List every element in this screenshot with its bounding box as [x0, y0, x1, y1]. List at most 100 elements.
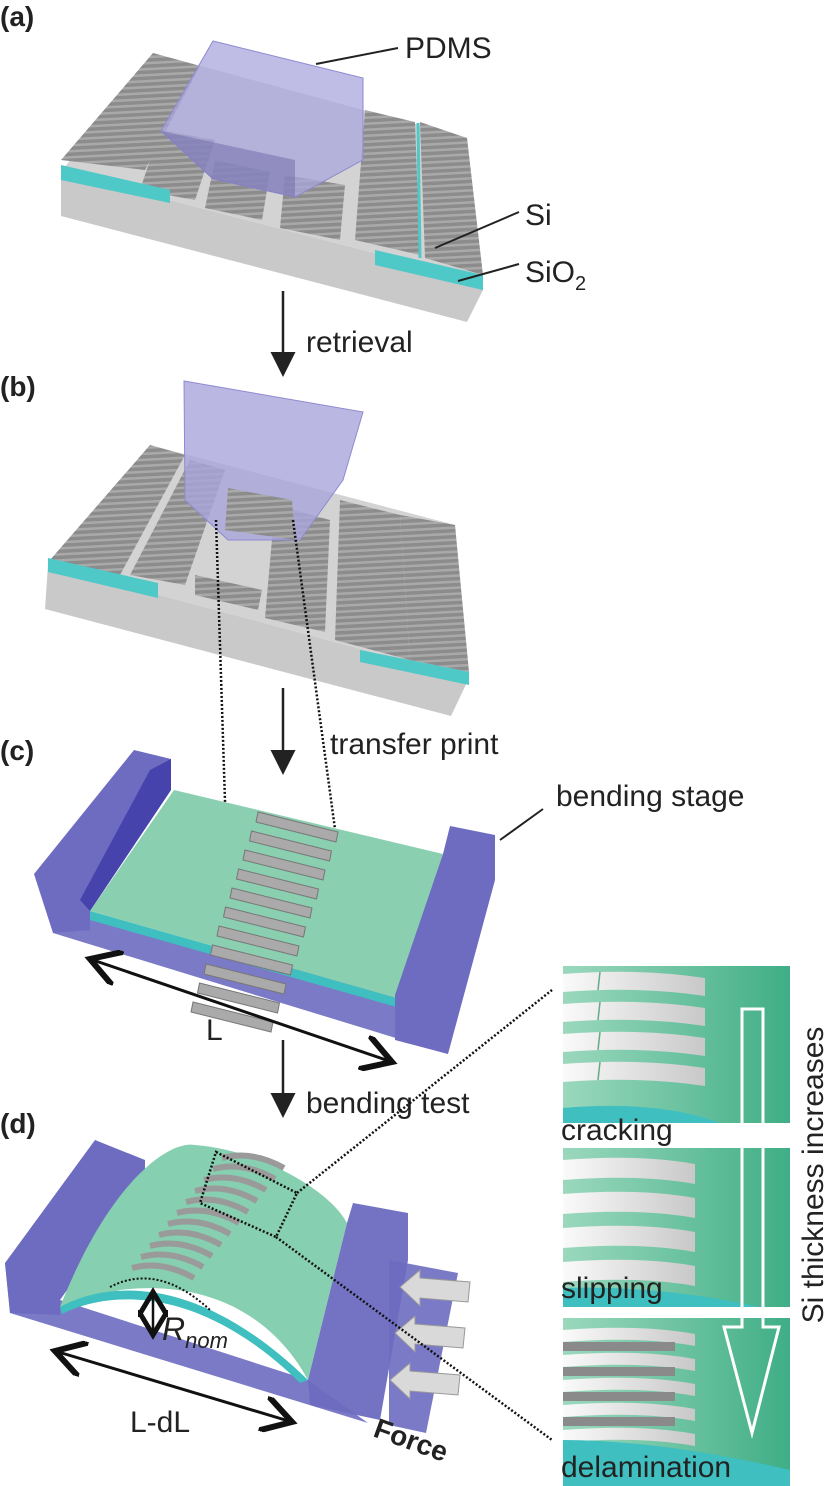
- si-ribbon: [176, 1207, 241, 1226]
- si-array: [400, 515, 469, 672]
- stage-leader: [499, 808, 544, 841]
- panel-d: (d) Rnom L-dL Force: [0, 989, 553, 1468]
- si-ribbon: [212, 1163, 277, 1182]
- cracking-label: cracking: [561, 1114, 673, 1147]
- thickness-trend-label: Si thickness increases: [797, 1027, 827, 1324]
- transfer-guide-line: [291, 519, 345, 889]
- si-array: [50, 445, 185, 575]
- si-ribbon: [563, 1259, 695, 1286]
- bent-film-edge: [60, 1290, 308, 1383]
- sio2-layer: [375, 250, 483, 290]
- si-ribbon: [563, 1352, 695, 1371]
- si-array: [355, 110, 420, 255]
- pdms-label: PDMS: [405, 32, 492, 65]
- force-arrows: [389, 1268, 471, 1401]
- si-ribbon: [149, 1240, 214, 1259]
- si-array: [420, 122, 483, 275]
- si-ribbon: [563, 1225, 695, 1252]
- film-substrate: [90, 790, 443, 999]
- sio2-layer: [360, 650, 469, 685]
- compressed-length-arrow: [55, 1351, 292, 1422]
- stage-left-block: [5, 1140, 145, 1315]
- stage-left-inner: [80, 759, 171, 911]
- panel-d-label: (d): [0, 1108, 36, 1139]
- crack-mark: [597, 1031, 601, 1051]
- si-ribbon: [235, 868, 320, 900]
- si-ribbon: [203, 1174, 268, 1193]
- si-ribbon: [167, 1218, 232, 1237]
- panel-b-label: (b): [0, 371, 36, 402]
- inset-cracking: cracking: [561, 966, 790, 1147]
- sio2-leader: [457, 263, 520, 282]
- bent-si-ribbons: [131, 1152, 286, 1281]
- bending-test-label: bending test: [306, 1087, 470, 1120]
- panel-c: (c) bending stage L: [0, 735, 745, 1062]
- thickness-trend-arrow-icon: [722, 1007, 781, 1439]
- si-ribbon: [158, 1229, 223, 1248]
- delaminated-gap: [563, 1367, 675, 1376]
- compressed-length-label: L-dL: [130, 1406, 190, 1439]
- substrate-front-face: [45, 565, 469, 716]
- panel-b: (b): [0, 371, 469, 716]
- length-arrow: [90, 959, 392, 1062]
- crack-mark: [597, 1001, 601, 1021]
- si-ribbon: [185, 1196, 250, 1215]
- si-ribbon: [563, 1157, 695, 1184]
- inset-delamination: delamination: [561, 1318, 790, 1486]
- substrate-front-face: [61, 172, 483, 322]
- delaminated-gap: [563, 1342, 675, 1351]
- si-array: [335, 500, 410, 660]
- force-arrow-icon: [389, 1361, 461, 1401]
- sio2-label: SiO2: [525, 256, 586, 295]
- si-ribbon: [140, 1251, 205, 1270]
- si-ribbon: [563, 1427, 695, 1446]
- panel-c-label: (c): [0, 735, 34, 766]
- si-array: [61, 53, 200, 170]
- panel-a-label: (a): [0, 1, 34, 32]
- crack-mark: [597, 971, 601, 991]
- si-ribbon: [222, 906, 307, 938]
- sio2-strip: [416, 122, 422, 259]
- si-ribbon: [131, 1262, 196, 1281]
- transfer-print-label: transfer print: [330, 728, 499, 761]
- pdms-stamp-shadow: [161, 131, 295, 197]
- si-ribbon: [563, 1377, 695, 1396]
- sio2-layer: [48, 558, 158, 598]
- sio2-layer: [61, 165, 170, 203]
- force-arrow-icon: [399, 1268, 471, 1308]
- pdms-leader: [315, 47, 399, 65]
- stage-right-block: [308, 1203, 408, 1420]
- inset-slipping: slipping: [561, 1148, 790, 1307]
- force-arrow-icon: [394, 1314, 466, 1354]
- delaminated-gap: [563, 1417, 675, 1426]
- slipped-ribbons: [563, 1157, 695, 1286]
- bending-stage-label: bending stage: [556, 780, 745, 813]
- failure-insets: cracking slipping delamination Si thickn…: [561, 966, 827, 1486]
- retrieved-si-array: [225, 488, 295, 540]
- length-label: L: [206, 1014, 223, 1047]
- bent-film: [60, 1144, 347, 1380]
- si-ribbon: [248, 830, 333, 862]
- si-array: [195, 575, 262, 610]
- si-ribbon: [563, 1402, 695, 1421]
- si-ribbon: [242, 849, 326, 881]
- crack-mark: [597, 1061, 601, 1081]
- delaminated-gap: [563, 1392, 675, 1401]
- cracked-ribbons: [563, 971, 705, 1086]
- delaminated-ribbons: [563, 1327, 695, 1446]
- stage-right-block: [395, 826, 495, 1054]
- delamination-label: delamination: [561, 1451, 731, 1484]
- si-ribbon: [563, 1327, 695, 1346]
- si-ribbon: [229, 887, 313, 919]
- si-ribbon: [563, 1191, 695, 1218]
- transfer-guide-line: [214, 519, 229, 865]
- retrieval-label: retrieval: [306, 326, 413, 359]
- si-leader: [434, 211, 520, 249]
- zoom-region-box: [198, 1150, 299, 1239]
- si-label: Si: [525, 199, 552, 232]
- zoom-guide-line: [275, 1235, 553, 1442]
- panel-a: (a) PDMS Si SiO2: [0, 1, 586, 322]
- si-ribbon: [255, 811, 339, 843]
- si-ribbon: [194, 1185, 259, 1204]
